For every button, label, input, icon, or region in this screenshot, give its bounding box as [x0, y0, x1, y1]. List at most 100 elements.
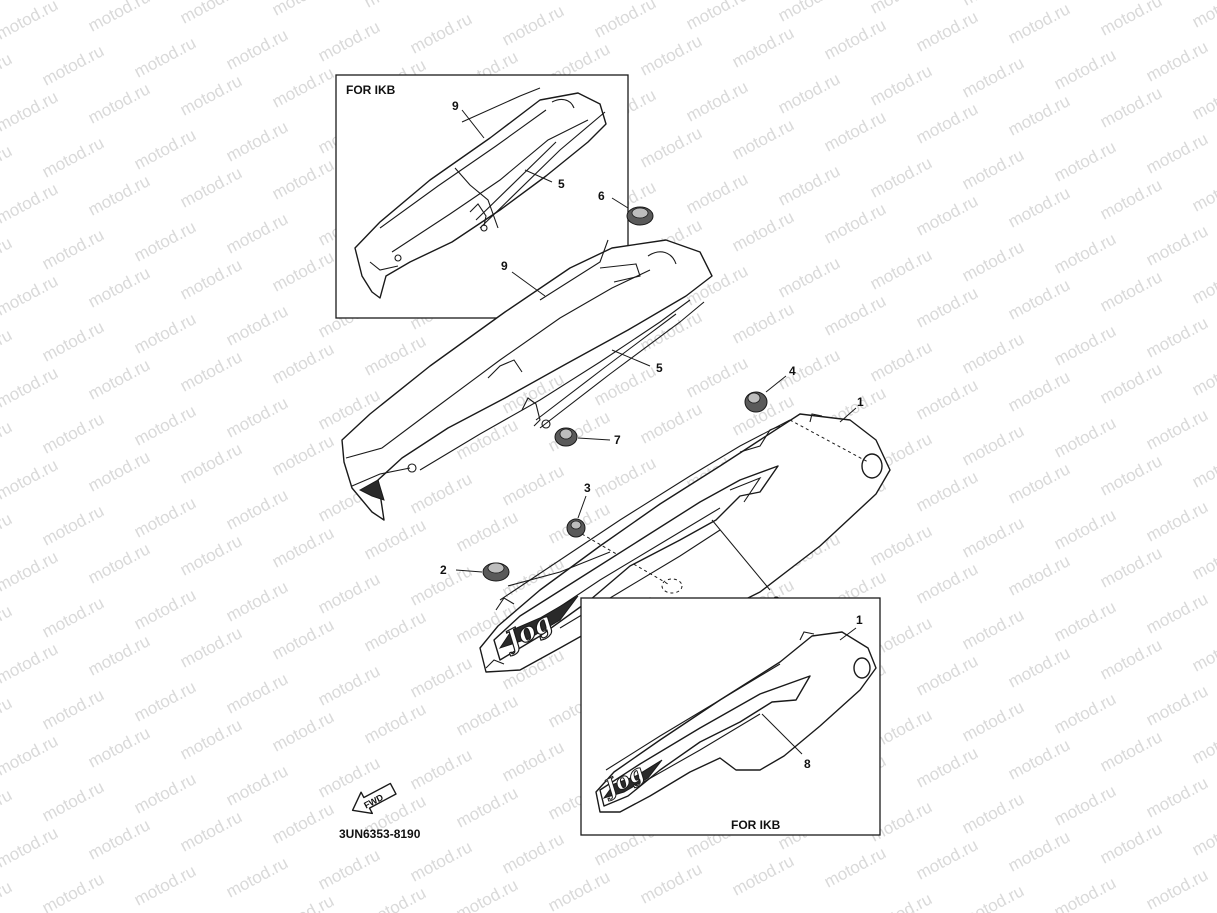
watermark-text: motod.ru — [177, 715, 245, 763]
watermark-text: motod.ru — [0, 87, 61, 135]
watermark-text: motod.ru — [85, 539, 153, 587]
watermark-text: motod.ru — [499, 737, 567, 785]
watermark-text: motod.ru — [177, 531, 245, 579]
watermark-text: motod.ru — [177, 255, 245, 303]
watermark-text: motod.ru — [1143, 313, 1211, 361]
watermark-text: motod.ru — [545, 867, 613, 913]
watermark-text: motod.ru — [1051, 321, 1119, 369]
watermark-text: motod.ru — [361, 331, 429, 379]
watermark-text: motod.ru — [39, 41, 107, 89]
watermark-text: motod.ru — [269, 431, 337, 479]
watermark-text: motod.ru — [39, 777, 107, 825]
watermark-text: motod.ru — [1005, 551, 1073, 599]
watermark-text: motod.ru — [0, 417, 15, 465]
watermark-text: motod.ru — [0, 0, 61, 44]
watermark-text: motod.ru — [85, 79, 153, 127]
watermark-text: motod.ru — [0, 325, 15, 373]
watermark-text: motod.ru — [1189, 0, 1217, 32]
watermark-text: motod.ru — [1143, 405, 1211, 453]
watermark-text: motod.ru — [0, 271, 61, 319]
watermark-text: motod.ru — [0, 639, 61, 687]
callout-3: 3 — [584, 481, 591, 495]
watermark-text: motod.ru — [0, 731, 61, 779]
watermark-text: motod.ru — [499, 1, 567, 49]
watermark-text: motod.ru — [1143, 681, 1211, 729]
watermark-text: motod.ru — [39, 317, 107, 365]
watermark-text: motod.ru — [913, 559, 981, 607]
watermark-text: motod.ru — [1097, 267, 1165, 315]
watermark-text: motod.ru — [1005, 735, 1073, 783]
watermark-text: motod.ru — [913, 99, 981, 147]
watermark-text: motod.ru — [0, 179, 61, 227]
watermark-text: motod.ru — [959, 53, 1027, 101]
watermark-text: motod.ru — [591, 361, 659, 409]
watermark-text: motod.ru — [1143, 589, 1211, 637]
watermark-text: motod.ru — [1189, 443, 1217, 491]
grommet-7: 7 — [554, 427, 621, 447]
watermark-text: motod.ru — [821, 291, 889, 339]
watermark-text: motod.ru — [1097, 727, 1165, 775]
watermark-text: motod.ru — [867, 153, 935, 201]
watermark-text: motod.ru — [1051, 505, 1119, 553]
watermark-text: motod.ru — [39, 593, 107, 641]
watermark-text: motod.ru — [223, 577, 291, 625]
watermark-text: motod.ru — [39, 225, 107, 273]
grommet-4: 4 — [744, 364, 796, 413]
watermark-text: motod.ru — [1143, 37, 1211, 85]
watermark-text: motod.ru — [637, 123, 705, 171]
callout-5: 5 — [656, 361, 663, 375]
watermark-text: motod.ru — [131, 769, 199, 817]
watermark-text: motod.ru — [499, 829, 567, 877]
watermark-text: motod.ru — [683, 77, 751, 125]
watermark-text: motod.ru — [453, 783, 521, 831]
watermark-text: motod.ru — [959, 421, 1027, 469]
watermark-text: motod.ru — [223, 117, 291, 165]
watermark-text: motod.ru — [0, 547, 61, 595]
callout-9: 9 — [501, 259, 508, 273]
watermark-text: motod.ru — [1005, 367, 1073, 415]
watermark-text: motod.ru — [1005, 827, 1073, 875]
watermark-text: motod.ru — [361, 515, 429, 563]
watermark-text: motod.ru — [1143, 773, 1211, 821]
watermark-text: motod.ru — [683, 353, 751, 401]
watermark-text: motod.ru — [821, 199, 889, 247]
watermark-text: motod.ru — [269, 339, 337, 387]
watermark-text: motod.ru — [0, 693, 15, 741]
watermark-text: motod.ru — [453, 415, 521, 463]
watermark-text: motod.ru — [1097, 543, 1165, 591]
watermark-text: motod.ru — [0, 233, 15, 281]
watermark-text: motod.ru — [1189, 719, 1217, 767]
watermark-text: motod.ru — [1097, 83, 1165, 131]
callout-9: 9 — [452, 99, 459, 113]
watermark-text: motod.ru — [867, 0, 935, 18]
watermark-text: motod.ru — [913, 743, 981, 791]
watermark-text: motod.ru — [131, 861, 199, 909]
callout-7: 7 — [614, 433, 621, 447]
watermark-text: motod.ru — [1051, 45, 1119, 93]
watermark-text: motod.ru — [1005, 0, 1073, 48]
watermark-text: motod.ru — [453, 0, 521, 4]
inset-bottom-right: FOR IKB Jog 1 8 — [580, 597, 881, 836]
watermark-text: motod.ru — [85, 171, 153, 219]
watermark-text: motod.ru — [1189, 627, 1217, 675]
watermark-text: motod.ru — [867, 521, 935, 569]
watermark-text: motod.ru — [1143, 221, 1211, 269]
watermark-text: motod.ru — [315, 569, 383, 617]
watermark-text: motod.ru — [1051, 781, 1119, 829]
watermark-text: motod.ru — [223, 669, 291, 717]
watermark-text: motod.ru — [775, 345, 843, 393]
watermark-text: motod.ru — [637, 399, 705, 447]
watermark-text: motod.ru — [1005, 91, 1073, 139]
watermark-text: motod.ru — [959, 145, 1027, 193]
watermark-text: motod.ru — [867, 245, 935, 293]
watermark-text: motod.ru — [1143, 497, 1211, 545]
watermark-text: motod.ru — [85, 723, 153, 771]
watermark-text: motod.ru — [0, 455, 61, 503]
watermark-text: motod.ru — [269, 247, 337, 295]
watermark-text: motod.ru — [361, 0, 429, 12]
watermark-text: motod.ru — [545, 407, 613, 455]
watermark-text: motod.ru — [453, 691, 521, 739]
watermark-text: motod.ru — [85, 447, 153, 495]
watermark-text: motod.ru — [39, 685, 107, 733]
watermark-text: motod.ru — [913, 651, 981, 699]
